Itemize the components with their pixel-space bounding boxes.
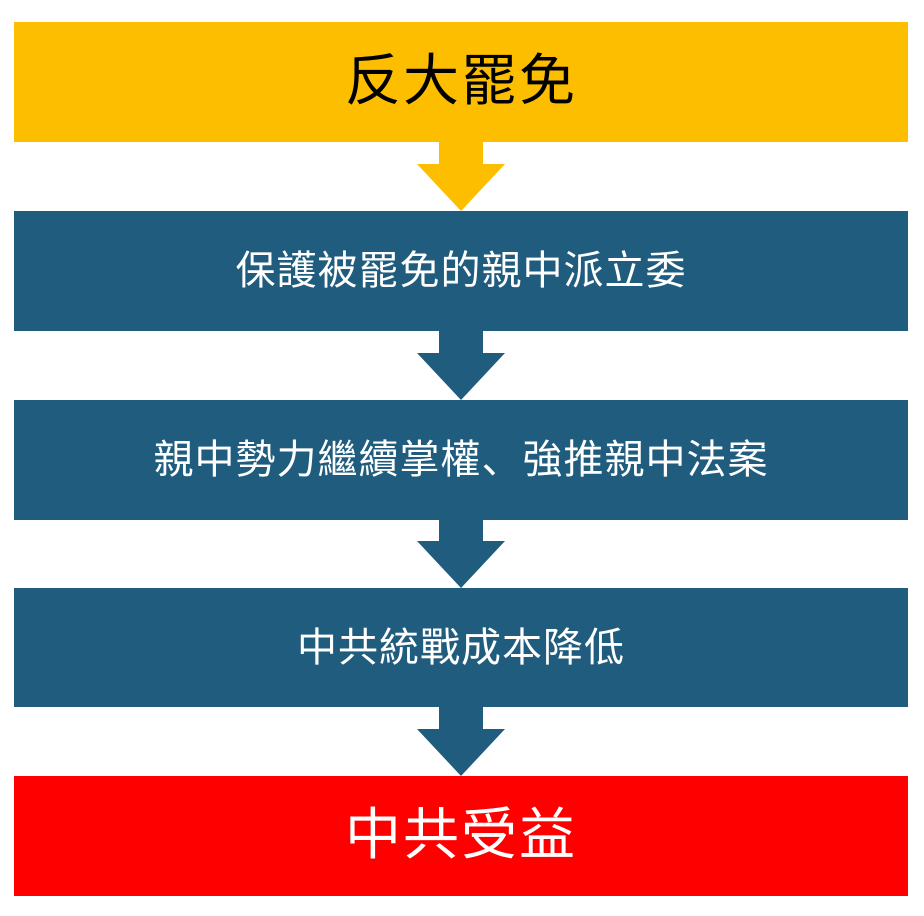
arrow-shape [417, 707, 505, 776]
flow-step-lower-cost: 中共統戰成本降低 [14, 588, 908, 707]
step-label: 中共受益 [345, 803, 577, 868]
step-label: 反大罷免 [345, 49, 577, 114]
down-arrow-icon [417, 142, 505, 211]
arrow-shape [417, 331, 505, 400]
step-label: 中共統戰成本降低 [297, 624, 625, 671]
down-arrow-icon [417, 520, 505, 588]
arrow-shape [417, 520, 505, 588]
down-arrow-icon [417, 331, 505, 400]
arrow-shape [417, 142, 505, 211]
flow-step-start: 反大罷免 [14, 22, 908, 142]
step-label: 親中勢力繼續掌權、強推親中法案 [153, 437, 769, 483]
down-arrow-icon [417, 707, 505, 776]
flow-step-protect-legislators: 保護被罷免的親中派立委 [14, 211, 908, 331]
flow-step-ccp-benefits: 中共受益 [14, 776, 908, 896]
step-label: 保護被罷免的親中派立委 [235, 248, 687, 294]
flow-step-stay-in-power: 親中勢力繼續掌權、強推親中法案 [14, 400, 908, 520]
